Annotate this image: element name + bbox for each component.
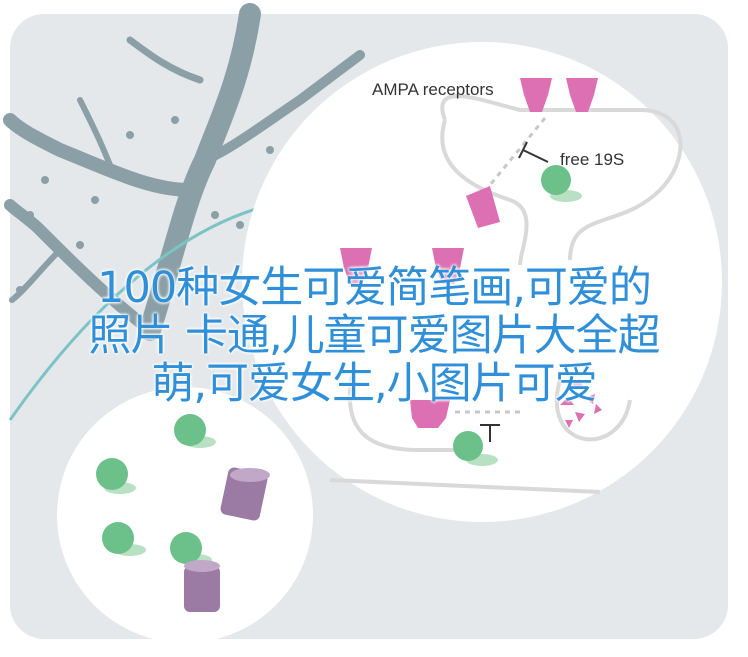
synapse-circle (242, 42, 722, 522)
vesicle-circle (57, 387, 313, 643)
barrels (184, 467, 270, 612)
dashed-arrows (455, 117, 547, 414)
molecule-label: free 19S (560, 150, 625, 169)
caption-line-1: 100种女生可爱简笔画,可爱的 (97, 263, 652, 313)
neuron-dots (16, 116, 274, 294)
caption-line-3: 萌,可爱女生,小图片可爱 (151, 359, 597, 409)
inhibit-marker (518, 141, 549, 163)
proteasomes (96, 165, 582, 566)
teal-line (8, 203, 271, 421)
fragments (560, 379, 602, 428)
t-marker (480, 424, 500, 442)
ampa-receptors (340, 78, 598, 428)
neuron-branches (3, 3, 365, 341)
caption-line-2: 照片 卡通,儿童可爱图片大全超 (88, 311, 660, 361)
membranes (329, 94, 683, 494)
receptor-label: AMPA receptors (372, 80, 494, 99)
